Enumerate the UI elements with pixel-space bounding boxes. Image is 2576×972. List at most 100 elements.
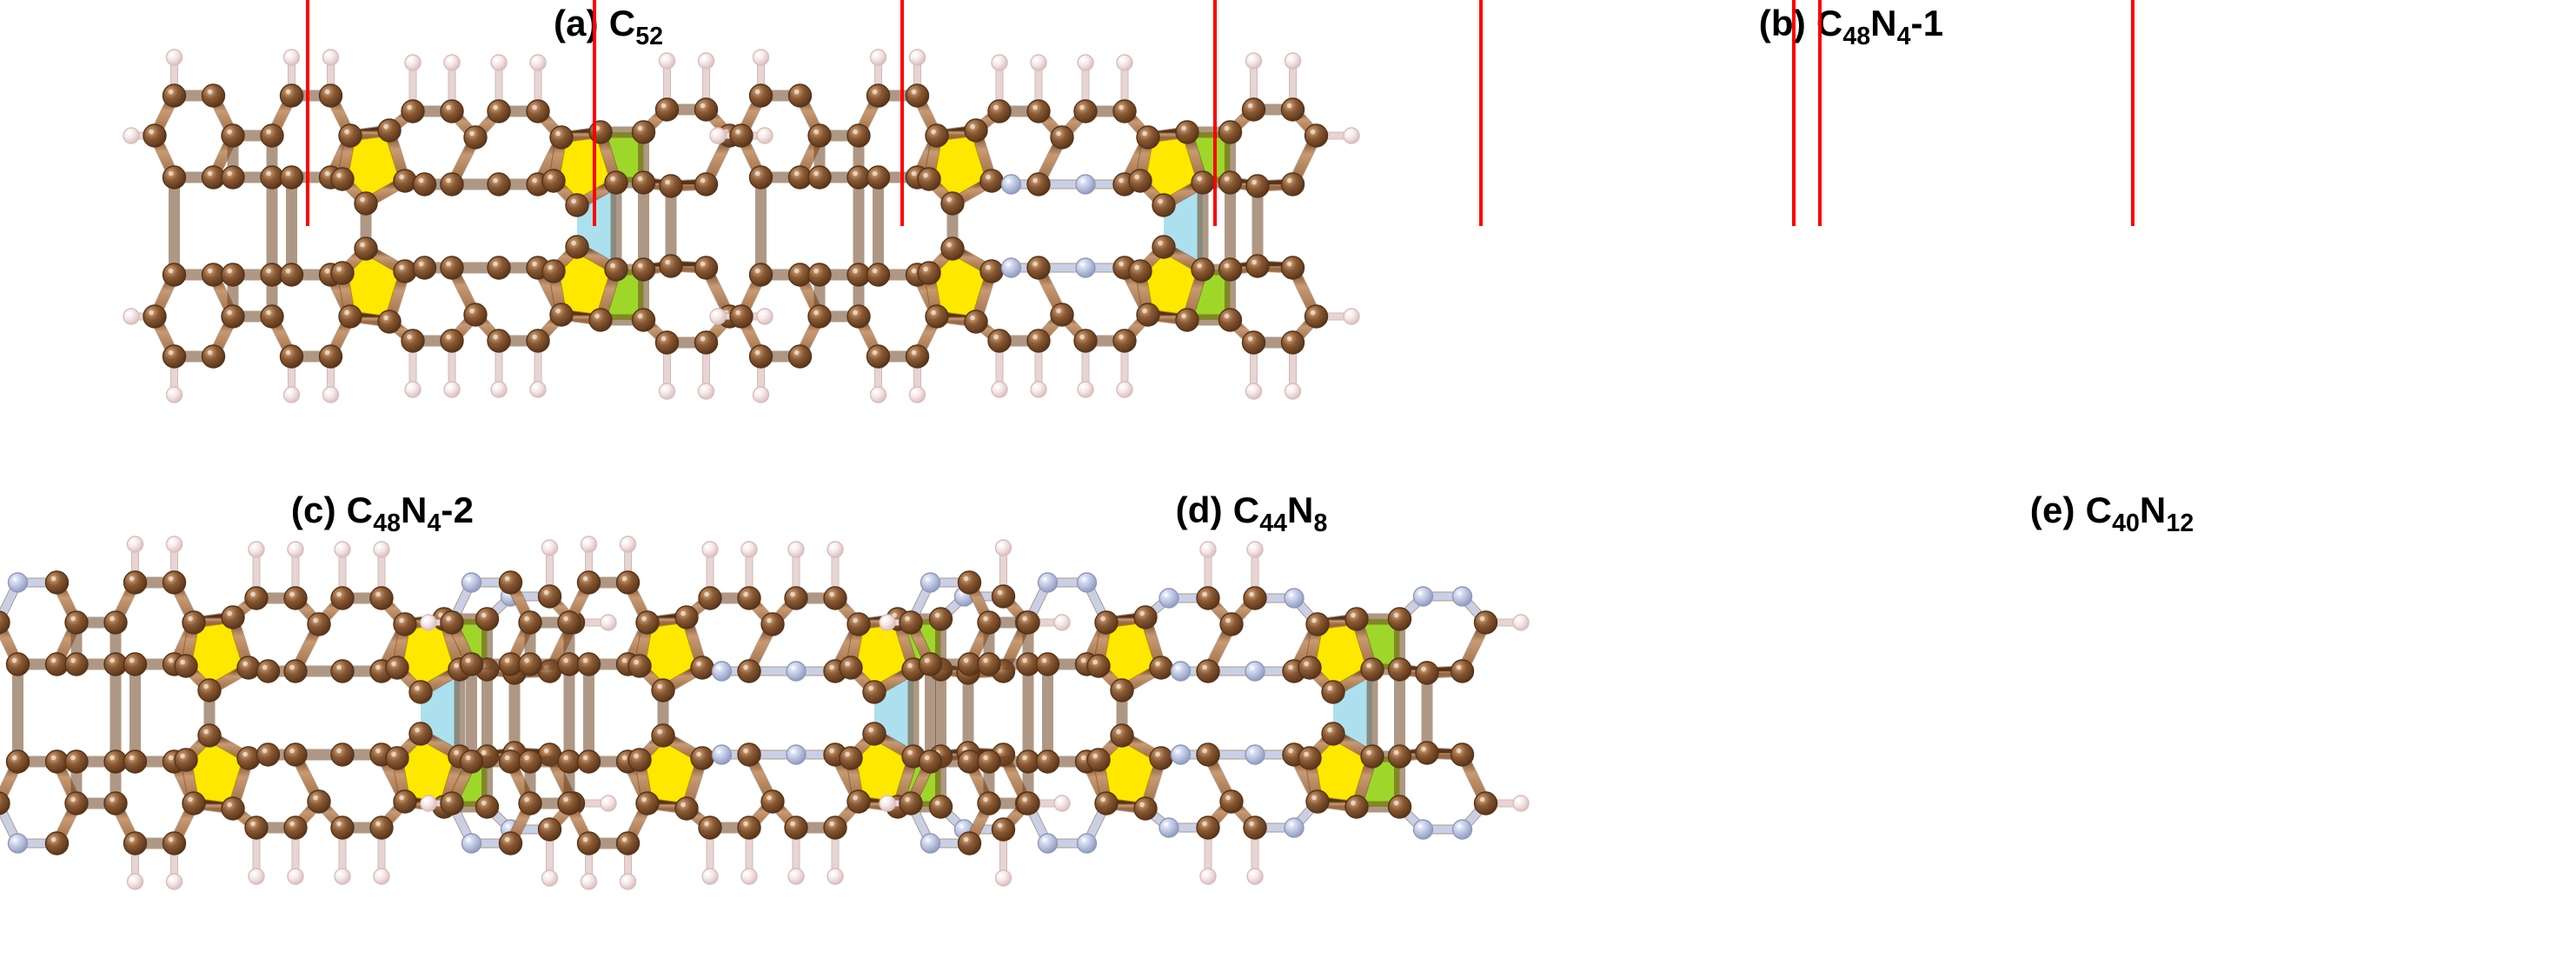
atom-specular-highlight xyxy=(324,350,330,356)
atom-specular-highlight xyxy=(1119,177,1124,183)
atom-specular-highlight xyxy=(375,748,381,754)
atom-specular-highlight xyxy=(418,261,424,267)
atom-specular-highlight xyxy=(481,612,487,618)
carbon-atom xyxy=(846,612,871,636)
hydrogen-atom xyxy=(165,873,183,890)
panel-title-d: (d) C44N8 xyxy=(991,489,1512,536)
highlighted-ring xyxy=(421,669,488,756)
atom-specular-highlight xyxy=(563,796,568,802)
carbon-atom xyxy=(487,256,511,280)
atom-specular-highlight xyxy=(70,657,76,663)
carbon-atom xyxy=(174,654,198,678)
hydrogen-atom xyxy=(373,868,390,885)
atom-specular-highlight xyxy=(1080,657,1086,663)
carbon-atom xyxy=(1450,659,1475,683)
atom-specular-highlight xyxy=(324,89,330,95)
atom-specular-highlight xyxy=(377,871,382,875)
atom-specular-highlight xyxy=(745,544,749,549)
ring-highlights-a xyxy=(342,130,644,322)
atom-specular-highlight xyxy=(997,822,1003,829)
carbon-atom xyxy=(1241,97,1266,122)
carbon-atom xyxy=(839,656,863,680)
atom-specular-highlight xyxy=(790,821,795,827)
atom-specular-highlight xyxy=(1119,261,1124,267)
carbon-atom xyxy=(807,123,832,148)
hydrogen-atom xyxy=(869,386,887,403)
atom-specular-highlight xyxy=(336,591,342,597)
atom-specular-highlight xyxy=(760,130,765,135)
atom-specular-highlight xyxy=(383,123,388,130)
atom-specular-highlight xyxy=(665,259,670,265)
carbon-atom xyxy=(463,303,488,327)
carbon-atom xyxy=(498,831,523,855)
panel-b xyxy=(691,43,1369,409)
carbon-atom xyxy=(549,303,574,327)
carbon-atom xyxy=(918,749,943,774)
atom-specular-highlight xyxy=(743,748,748,754)
carbon-atom xyxy=(440,791,464,816)
atom-specular-highlight xyxy=(813,310,819,316)
hydrogen-atom xyxy=(1512,795,1530,812)
atom-specular-highlight xyxy=(465,755,471,761)
atom-specular-highlight xyxy=(407,104,412,110)
carbon-atom xyxy=(44,831,70,855)
atom-specular-highlight xyxy=(227,610,232,616)
unit-cell-line xyxy=(1213,0,1217,226)
atom-specular-highlight xyxy=(907,749,913,756)
carbon-atom xyxy=(1245,254,1270,278)
atom-specular-highlight xyxy=(1079,334,1085,340)
atom-specular-highlight xyxy=(831,871,835,875)
carbon-atom xyxy=(526,329,550,353)
atom-specular-highlight xyxy=(1310,129,1316,135)
atom-specular-highlight xyxy=(923,172,928,178)
atom-specular-highlight xyxy=(1289,592,1294,597)
carbon-atom xyxy=(123,570,148,595)
atom-specular-highlight xyxy=(188,616,193,622)
atom-specular-highlight xyxy=(1517,798,1521,802)
highlighted-ring xyxy=(1357,619,1400,669)
atom-specular-highlight xyxy=(242,661,248,667)
atom-specular-highlight xyxy=(621,576,627,582)
atom-specular-highlight xyxy=(946,242,952,248)
atom-specular-highlight xyxy=(791,749,796,754)
hydrogen-atom xyxy=(908,49,926,66)
nitrogen-atom xyxy=(1170,661,1192,682)
hydrogen-atom xyxy=(1343,127,1360,144)
carbon-atom xyxy=(221,263,245,287)
atom-specular-highlight xyxy=(1517,617,1521,622)
atom-specular-highlight xyxy=(1197,263,1202,269)
atom-specular-highlight xyxy=(399,617,404,623)
carbon-atom xyxy=(1112,329,1137,353)
formula-subscript-carbon: 48 xyxy=(1842,23,1871,50)
nitrogen-atom xyxy=(1245,661,1265,682)
carbon-atom xyxy=(925,123,949,148)
carbon-atom xyxy=(1026,172,1051,196)
atom-specular-highlight xyxy=(1155,661,1160,667)
atom-specular-highlight xyxy=(743,821,748,827)
atom-specular-highlight xyxy=(1456,748,1462,754)
atom-specular-highlight xyxy=(291,544,295,549)
carbon-atom xyxy=(103,791,128,816)
atom-specular-highlight xyxy=(524,755,529,761)
atom-specular-highlight xyxy=(1351,800,1356,806)
atom-specular-highlight xyxy=(504,576,510,582)
hydrogen-atom xyxy=(404,54,422,71)
atom-specular-highlight xyxy=(504,836,510,842)
carbon-atom xyxy=(1305,612,1330,636)
atom-specular-highlight xyxy=(873,52,878,57)
atom-specular-highlight xyxy=(1032,177,1038,183)
hydrogen-atom xyxy=(123,127,140,144)
atom-specular-highlight xyxy=(1120,384,1125,389)
carbon-atom xyxy=(1128,259,1152,283)
carbon-atom xyxy=(1415,661,1439,685)
atom-specular-highlight xyxy=(704,591,709,597)
carbon-atom xyxy=(866,344,891,369)
atom-specular-highlight xyxy=(997,748,1003,754)
formula-element-carbon: C xyxy=(1232,489,1260,530)
atom-specular-highlight xyxy=(1417,823,1423,829)
hydrogen-atom xyxy=(1343,308,1360,325)
atom-specular-highlight xyxy=(934,800,940,806)
carbon-atom xyxy=(1241,330,1266,355)
atom-specular-highlight xyxy=(641,616,647,622)
highlighted-ring xyxy=(1164,183,1231,270)
